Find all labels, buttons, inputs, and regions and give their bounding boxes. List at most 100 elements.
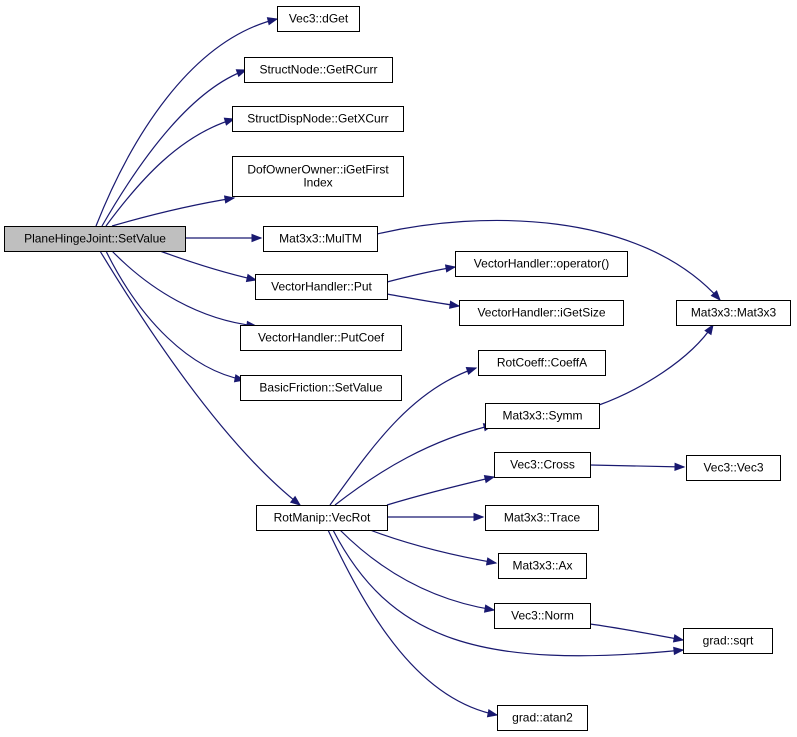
edge-rotmanip_vecrot-to-vec3_norm xyxy=(339,529,496,613)
edge-line xyxy=(329,367,477,506)
node-rotmanip-vecrot[interactable]: RotManip::VecRot xyxy=(256,505,388,531)
node-vec3-vec3[interactable]: Vec3::Vec3 xyxy=(686,455,781,481)
node-box xyxy=(232,156,404,197)
edge-line xyxy=(95,18,278,227)
node-mat3x3-ax[interactable]: Mat3x3::Ax xyxy=(498,553,587,579)
node-label: Vec3::dGet xyxy=(289,12,349,26)
node-label: StructDispNode::GetXCurr xyxy=(247,112,388,126)
arrowhead xyxy=(245,273,258,283)
node-vec3-norm[interactable]: Vec3::Norm xyxy=(494,603,591,629)
node-structnode-getrcurr[interactable]: StructNode::GetRCurr xyxy=(244,57,393,83)
node-mat3x3-trace[interactable]: Mat3x3::Trace xyxy=(485,505,599,531)
node-label: RotCoeff::CoeffA xyxy=(497,356,587,370)
node-label: Index xyxy=(303,176,332,190)
edge-line xyxy=(159,250,257,281)
arrowhead xyxy=(704,323,714,336)
arrowhead xyxy=(444,264,457,273)
arrowhead xyxy=(673,646,685,656)
arrowhead xyxy=(449,300,461,309)
node-grad-sqrt[interactable]: grad::sqrt xyxy=(683,628,773,654)
node-vectorhandler-igetsize[interactable]: VectorHandler::iGetSize xyxy=(459,300,624,326)
node-label: StructNode::GetRCurr xyxy=(259,63,377,77)
edge-rotmanip_vecrot-to-mat3x3_ax xyxy=(369,529,498,566)
edge-line xyxy=(105,250,245,381)
edge-rotmanip_vecrot-to-vec3_cross xyxy=(386,475,496,506)
node-box xyxy=(240,375,402,401)
edge-mat3x3_multm-to-mat3x3_mat3x3 xyxy=(376,219,721,302)
edge-line xyxy=(589,623,684,641)
edge-root-to-vectorhandler_putcoef xyxy=(111,250,258,330)
node-box xyxy=(494,452,591,478)
edge-line xyxy=(101,69,247,227)
edge-vec3_cross-to-vec3_vec3 xyxy=(589,462,686,472)
node-box xyxy=(455,251,628,277)
node-box xyxy=(244,57,393,83)
edge-line xyxy=(386,476,495,506)
node-box xyxy=(686,455,781,481)
node-label: grad::sqrt xyxy=(703,634,754,648)
node-box xyxy=(256,505,388,531)
arrowhead xyxy=(672,634,685,643)
arrowhead xyxy=(235,69,248,78)
node-mat3x3-mat3x3[interactable]: Mat3x3::Mat3x3 xyxy=(676,300,791,326)
node-grad-atan2[interactable]: grad::atan2 xyxy=(497,705,588,731)
arrowhead xyxy=(674,462,686,472)
edge-line xyxy=(589,464,685,468)
edge-line xyxy=(327,529,498,716)
node-label: Mat3x3::Trace xyxy=(504,511,581,525)
node-root[interactable]: PlaneHingeJoint::SetValue xyxy=(4,226,186,252)
edge-rotmanip_vecrot-to-rotcoeff_coeffa xyxy=(329,366,478,506)
edge-line xyxy=(598,324,714,406)
edge-line xyxy=(334,424,494,506)
arrowhead xyxy=(223,117,236,126)
edge-root-to-dofownerowner_igetfirstindex xyxy=(111,195,236,227)
node-label: VectorHandler::Put xyxy=(271,280,372,294)
node-vec3-dget[interactable]: Vec3::dGet xyxy=(277,6,360,32)
edge-line xyxy=(105,118,235,227)
node-box xyxy=(459,300,624,326)
node-box xyxy=(683,628,773,654)
nodes-layer: PlaneHingeJoint::SetValue Vec3::dGetStruc… xyxy=(4,6,791,731)
node-box xyxy=(240,325,402,351)
node-vec3-cross[interactable]: Vec3::Cross xyxy=(494,452,591,478)
arrowhead xyxy=(485,557,498,566)
node-label: Vec3::Vec3 xyxy=(703,461,763,475)
arrowhead xyxy=(483,475,496,484)
node-label: VectorHandler::PutCoef xyxy=(258,331,385,345)
node-box xyxy=(277,6,360,32)
edge-root-to-structnode_getrcurr xyxy=(101,69,248,227)
node-box xyxy=(478,350,606,376)
node-label: PlaneHingeJoint::SetValue xyxy=(24,232,166,246)
edge-root-to-structdispnode_getxcurr xyxy=(105,117,236,227)
arrowhead xyxy=(465,366,478,376)
node-vectorhandler-operator[interactable]: VectorHandler::operator() xyxy=(455,251,628,277)
node-rotcoeff-coeffa[interactable]: RotCoeff::CoeffA xyxy=(478,350,606,376)
node-basicfriction-setvalue[interactable]: BasicFriction::SetValue xyxy=(240,375,402,401)
edge-line xyxy=(111,197,235,227)
node-box xyxy=(494,603,591,629)
node-label: VectorHandler::operator() xyxy=(474,257,609,271)
edge-vec3_norm-to-grad_sqrt xyxy=(589,623,685,643)
node-label: Vec3::Cross xyxy=(510,458,575,472)
edge-line xyxy=(376,219,721,301)
node-label: Vec3::Norm xyxy=(511,609,574,623)
node-structdispnode-getxcurr[interactable]: StructDispNode::GetXCurr xyxy=(232,106,404,132)
arrowhead xyxy=(289,495,302,506)
node-mat3x3-symm[interactable]: Mat3x3::Symm xyxy=(485,403,600,429)
edge-line xyxy=(332,529,684,657)
node-vectorhandler-put[interactable]: VectorHandler::Put xyxy=(255,274,388,300)
node-label: Mat3x3::Mat3x3 xyxy=(691,306,777,320)
node-box xyxy=(263,226,378,252)
edge-vectorhandler_put-to-vectorhandler_igetsize xyxy=(386,293,461,309)
edge-root-to-mat3x3_multm xyxy=(185,233,263,243)
node-box xyxy=(676,300,791,326)
node-box xyxy=(4,226,186,252)
node-box xyxy=(485,505,599,531)
node-label: Mat3x3::Ax xyxy=(512,559,572,573)
node-vectorhandler-putcoef[interactable]: VectorHandler::PutCoef xyxy=(240,325,402,351)
node-mat3x3-multm[interactable]: Mat3x3::MulTM xyxy=(263,226,378,252)
arrowhead xyxy=(483,604,496,613)
edge-vectorhandler_put-to-vectorhandler_operator xyxy=(386,264,457,283)
